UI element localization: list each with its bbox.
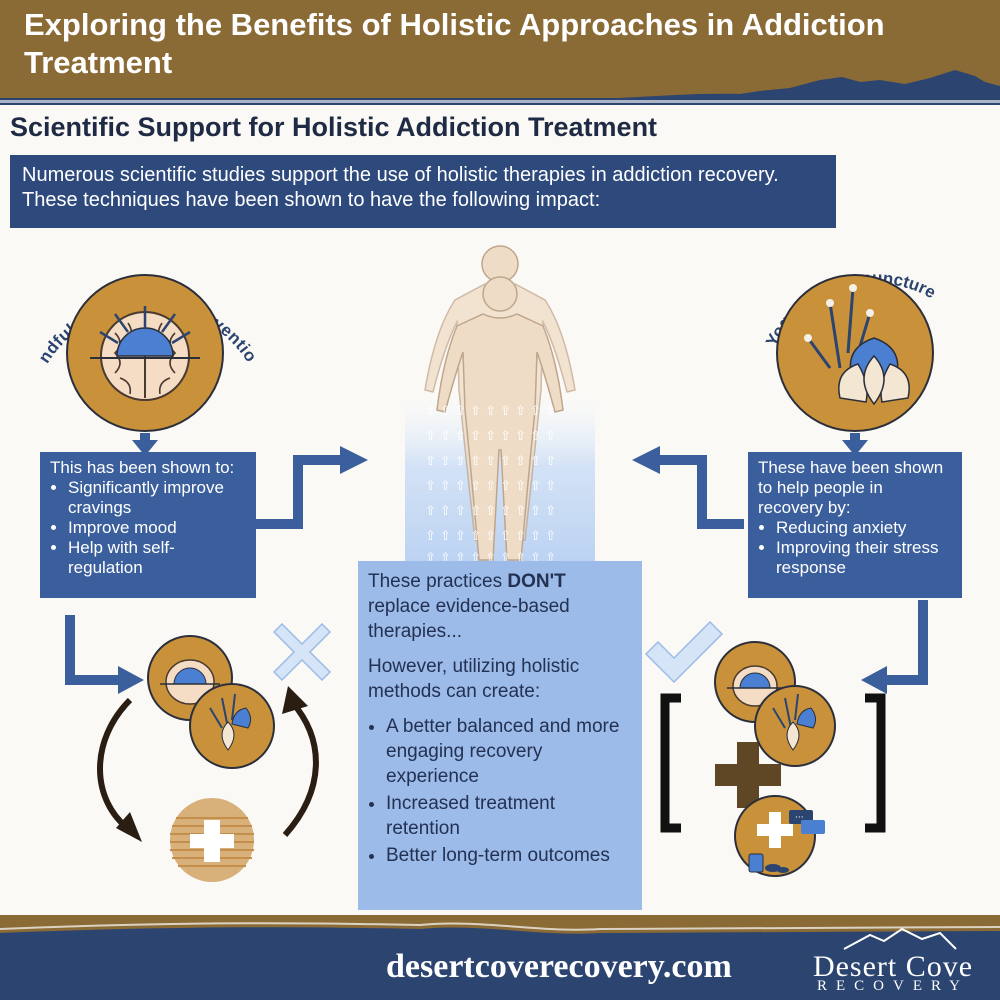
svg-text:⇧ ⇧ ⇧ ⇧ ⇧ ⇧ ⇧ ⇧ ⇧: ⇧ ⇧ ⇧ ⇧ ⇧ ⇧ ⇧ ⇧ ⇧ [425, 404, 556, 419]
header-banner: Exploring the Benefits of Holistic Appro… [0, 0, 1000, 100]
mindfulness-heading: This has been shown to: [50, 458, 235, 477]
center-statement: These practices DON'T replace evidence-b… [368, 571, 570, 642]
small-brain-icon [147, 635, 233, 721]
brain-icon [90, 306, 200, 401]
yoga-list: Reducing anxiety Improving their stress … [758, 518, 952, 578]
brand-subname: RECOVERY [816, 978, 969, 994]
right-connector-arrow [632, 446, 744, 529]
list-item: Better long-term outcomes [386, 843, 632, 868]
mountain-logo-icon [843, 927, 957, 950]
center-subheading: However, utilizing holistic methods can … [368, 656, 580, 702]
check-mark-icon [644, 620, 724, 684]
mindfulness-list: Significantly improve cravings Improve m… [50, 478, 246, 578]
upward-arrows: ⇧ ⇧ ⇧ ⇧ ⇧ ⇧ ⇧ ⇧ ⇧ ⇧ ⇧ ⇧ ⇧ ⇧ ⇧ ⇧ ⇧ ⇧ ⇧ ⇧ … [425, 404, 556, 566]
list-item: Increased treatment retention [386, 791, 632, 841]
list-item: Significantly improve cravings [68, 478, 246, 518]
svg-text:⇧ ⇧ ⇧ ⇧ ⇧ ⇧ ⇧ ⇧ ⇧: ⇧ ⇧ ⇧ ⇧ ⇧ ⇧ ⇧ ⇧ ⇧ [425, 429, 556, 444]
yoga-heading: These have been shown to help people in … [758, 458, 944, 517]
svg-text:⇧ ⇧ ⇧ ⇧ ⇧ ⇧ ⇧ ⇧ ⇧: ⇧ ⇧ ⇧ ⇧ ⇧ ⇧ ⇧ ⇧ ⇧ [425, 479, 556, 494]
small-acupuncture-icon [189, 683, 275, 769]
therapy-icon: ··· [734, 795, 825, 877]
body-silhouette-icon: ⇧ ⇧ ⇧ ⇧ ⇧ ⇧ ⇧ ⇧ ⇧ ⇧ ⇧ ⇧ ⇧ ⇧ ⇧ ⇧ ⇧ ⇧ ⇧ ⇧ … [405, 245, 595, 570]
mindfulness-graphic: Mindfulness-based Interventions [20, 228, 260, 456]
list-item: Help with self-regulation [68, 538, 246, 578]
center-list: A better balanced and more engaging reco… [368, 714, 632, 868]
yoga-info-box: These have been shown to help people in … [748, 452, 962, 598]
brand-name: Desert Cove [812, 950, 974, 983]
cycle-graphic [65, 615, 319, 882]
list-item: Reducing anxiety [776, 518, 952, 538]
medication-icon [748, 853, 789, 873]
svg-text:⇧ ⇧ ⇧ ⇧ ⇧ ⇧ ⇧ ⇧ ⇧: ⇧ ⇧ ⇧ ⇧ ⇧ ⇧ ⇧ ⇧ ⇧ [425, 454, 556, 469]
intro-box: Numerous scientific studies support the … [10, 155, 836, 228]
center-info-box: These practices DON'T replace evidence-b… [358, 561, 642, 910]
mindfulness-info-box: This has been shown to: Significantly im… [40, 452, 256, 598]
medical-plus-icon [170, 798, 254, 882]
section-title: Scientific Support for Holistic Addictio… [10, 112, 658, 142]
chat-bubbles-icon: ··· [789, 810, 825, 834]
acupuncture-lotus-icon [804, 284, 910, 406]
website-link[interactable]: desertcoverecovery.com [386, 948, 732, 985]
combination-graphic: ··· [660, 600, 928, 877]
page-title: Exploring the Benefits of Holistic Appro… [24, 7, 885, 80]
list-item: Improving their stress response [776, 538, 952, 578]
svg-text:···: ··· [795, 813, 804, 823]
footer-banner [0, 915, 1000, 1000]
list-item: A better balanced and more engaging reco… [386, 714, 632, 789]
left-connector-arrow [256, 446, 368, 529]
cross-mark-icon [272, 622, 332, 682]
small-acupuncture-icon [754, 685, 836, 767]
svg-text:⇧ ⇧ ⇧ ⇧ ⇧ ⇧ ⇧ ⇧ ⇧: ⇧ ⇧ ⇧ ⇧ ⇧ ⇧ ⇧ ⇧ ⇧ [425, 529, 556, 544]
svg-text:⇧ ⇧ ⇧ ⇧ ⇧ ⇧ ⇧ ⇧ ⇧: ⇧ ⇧ ⇧ ⇧ ⇧ ⇧ ⇧ ⇧ ⇧ [425, 504, 556, 519]
list-item: Improve mood [68, 518, 246, 538]
mountain-divider [0, 70, 1000, 105]
yoga-graphic: Yoga and Acupuncture [762, 268, 939, 456]
